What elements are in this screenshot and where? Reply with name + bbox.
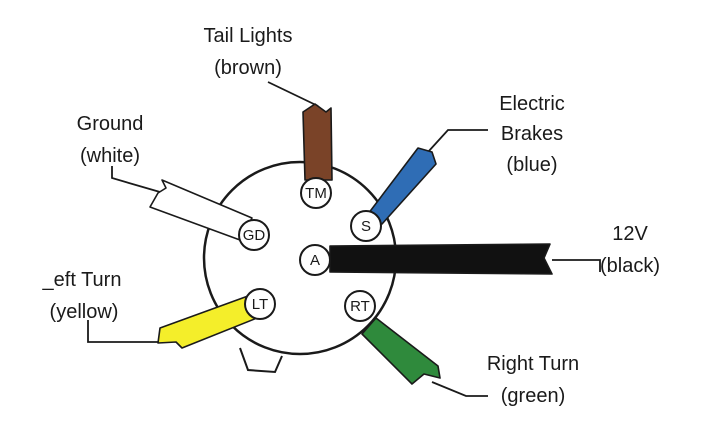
- electric-brakes-title-2: Brakes: [501, 123, 563, 145]
- left-turn-color: (yellow): [50, 301, 119, 323]
- pin-rt: RT: [344, 290, 376, 322]
- wire-labels: Tail Lights (brown) Ground (white) Elect…: [42, 25, 660, 407]
- pin-s-label: S: [361, 218, 371, 235]
- right-turn-leader: [431, 381, 488, 397]
- twelve-v-color: (black): [600, 255, 660, 277]
- pin-tm-label: TM: [305, 185, 327, 202]
- pin-a: A: [299, 244, 331, 276]
- wires: [149, 103, 553, 385]
- pin-s: S: [350, 210, 382, 242]
- blue-wire: [367, 147, 437, 225]
- twelve-v-leader: [552, 259, 601, 272]
- ground-color: (white): [80, 145, 140, 167]
- tail-lights-leader: [267, 81, 319, 107]
- tail-lights-color: (brown): [214, 57, 282, 79]
- left-turn-label: _eft Turn (yellow): [42, 269, 122, 323]
- pin-a-label: A: [310, 252, 320, 269]
- brown-wire: [302, 103, 333, 181]
- connector-bottom-tab: [239, 347, 283, 374]
- ground-leader: [111, 166, 161, 193]
- twelve-v-title: 12V: [612, 223, 648, 245]
- left-turn-title: _eft Turn: [42, 269, 122, 291]
- leader-lines: [87, 81, 601, 397]
- right-turn-color: (green): [501, 385, 565, 407]
- pin-lt: LT: [244, 288, 276, 320]
- black-wire: [329, 243, 553, 275]
- green-wire: [361, 317, 441, 385]
- pins: TM S GD A LT RT: [238, 177, 382, 322]
- electric-brakes-color: (blue): [506, 154, 557, 176]
- tail-lights-label: Tail Lights (brown): [204, 25, 293, 79]
- right-turn-label: Right Turn (green): [487, 353, 579, 407]
- electric-brakes-leader: [427, 129, 488, 153]
- electric-brakes-label: Electric Brakes (blue): [499, 93, 565, 176]
- pin-gd: GD: [238, 219, 270, 251]
- ground-label: Ground (white): [77, 113, 144, 167]
- pin-gd-label: GD: [243, 227, 266, 244]
- twelve-v-label: 12V (black): [600, 223, 660, 277]
- electric-brakes-title-1: Electric: [499, 93, 565, 115]
- pin-rt-label: RT: [350, 298, 370, 315]
- left-turn-leader: [87, 320, 158, 343]
- pin-tm: TM: [300, 177, 332, 209]
- pin-lt-label: LT: [252, 296, 268, 313]
- ground-title: Ground: [77, 113, 144, 135]
- right-turn-title: Right Turn: [487, 353, 579, 375]
- tail-lights-title: Tail Lights: [204, 25, 293, 47]
